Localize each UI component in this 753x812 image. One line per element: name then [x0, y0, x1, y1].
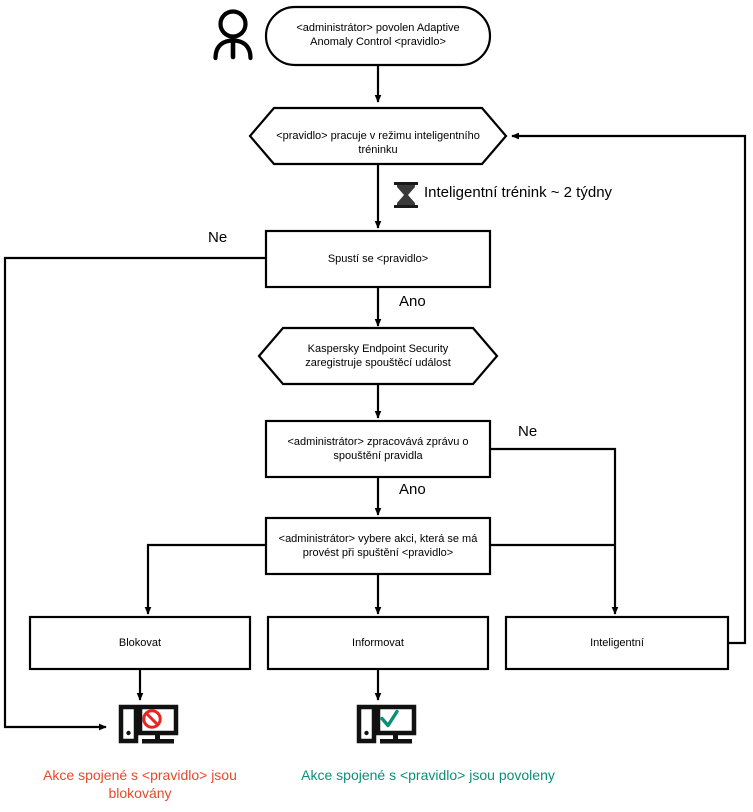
node-adminselects-shape	[264, 516, 492, 576]
smart-training-duration-label: Inteligentní trénink ~ 2 týdny	[424, 184, 613, 201]
node-actioninform-shape	[266, 615, 490, 671]
node-smartmode-shape	[248, 106, 508, 166]
edge-process-no	[490, 447, 619, 615]
edge-smart-loopback	[511, 132, 747, 645]
hourglass-icon	[394, 182, 418, 208]
person-icon	[213, 9, 253, 61]
computer-blocked-icon	[118, 704, 179, 744]
edge-label-process-no: Ne	[518, 423, 538, 440]
edge-label-trigger-no: Ne	[208, 229, 228, 246]
node-start-shape	[264, 5, 492, 67]
outcome-allowed-label: Akce spojené s <pravidlo> jsou povoleny	[301, 767, 555, 783]
node-adminprocesses-shape	[264, 419, 492, 479]
node-ruletriggers-shape	[264, 229, 492, 289]
node-actionblock-shape	[28, 615, 252, 671]
computer-allowed-icon	[356, 704, 417, 744]
node-actionsmart-shape	[504, 615, 730, 671]
edge-trigger-no	[3, 256, 266, 731]
node-kesregisters-shape	[257, 326, 499, 386]
outcome-blocked-label: Akce spojené s <pravidlo> jsou blokovány	[43, 767, 237, 801]
edge-label-process-yes: Ano	[399, 481, 426, 498]
edge-label-trigger-yes: Ano	[399, 293, 426, 310]
edge-action-to-block	[144, 543, 266, 615]
